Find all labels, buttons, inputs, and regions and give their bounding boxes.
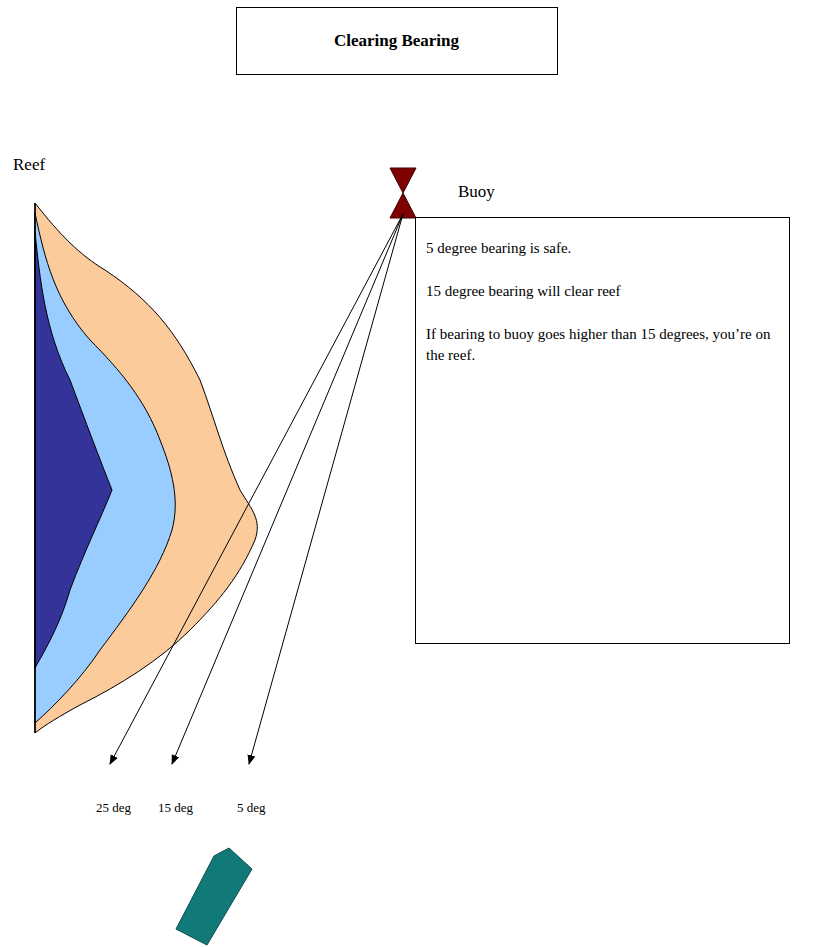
note-text: If bearing to buoy goes higher than 15 d… bbox=[426, 324, 781, 366]
note-text: 5 degree bearing is safe. bbox=[426, 238, 781, 259]
reef-middle bbox=[35, 213, 175, 723]
reef-inner bbox=[35, 232, 112, 668]
reef-label: Reef bbox=[13, 155, 45, 175]
bearing-lines bbox=[110, 214, 403, 764]
buoy-label: Buoy bbox=[458, 182, 495, 202]
title-box bbox=[237, 8, 558, 75]
reef-edge bbox=[34, 203, 36, 733]
boat-symbol bbox=[176, 848, 252, 945]
bearing-label: 25 deg bbox=[96, 800, 131, 816]
reef-outer bbox=[35, 203, 257, 733]
buoy-symbol bbox=[390, 168, 416, 218]
bearing-label: 15 deg bbox=[158, 800, 193, 816]
note-box: 5 degree bearing is safe. 15 degree beari… bbox=[415, 217, 790, 644]
note-text: 15 degree bearing will clear reef bbox=[426, 281, 781, 302]
title-text: Clearing Bearing bbox=[334, 31, 459, 51]
bearing-label: 5 deg bbox=[237, 800, 266, 816]
